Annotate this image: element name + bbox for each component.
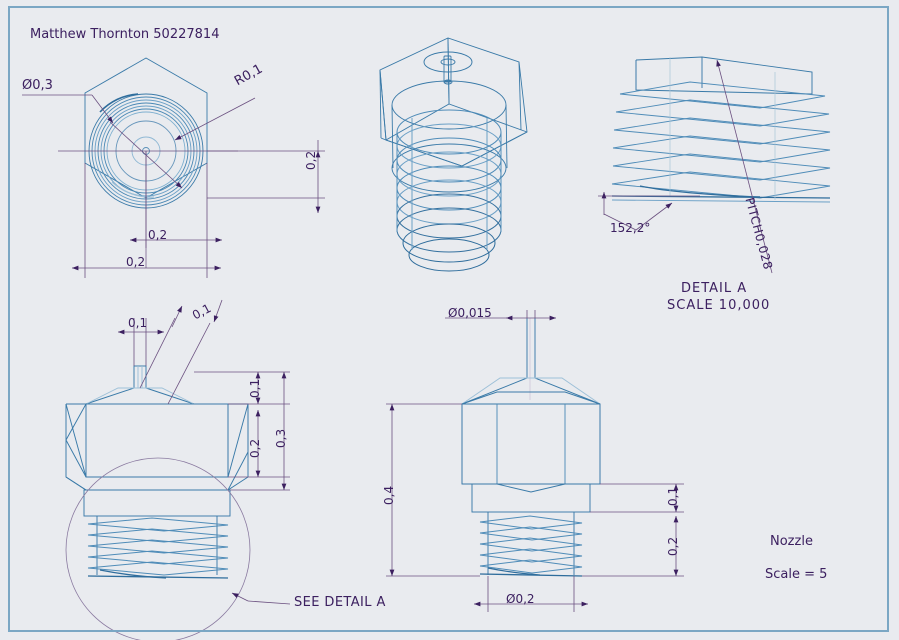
front-view-left-thread [87,517,229,579]
dim-label-top-horizontal-02-inner: 0,2 [148,228,168,242]
detail-a-caption: DETAIL A [681,281,748,296]
dim-label-thread-height: 0,2 [666,536,680,556]
see-detail-a-label: SEE DETAIL A [294,595,386,610]
scale-label: Scale = 5 [765,567,828,582]
front-view-right-geometry [461,318,601,575]
dim-label-collar-height: 0,1 [666,486,680,506]
top-view-dim-horiz02b [72,163,221,278]
dim-label-left-h03: 0,3 [274,428,288,448]
dim-label-thread-diameter: Ø0,2 [506,592,535,606]
detail-a-annotations [598,59,773,274]
dim-label-bore-diameter: Ø0,015 [448,306,492,320]
top-view-dim-horiz02a [130,151,222,248]
front-view-right-dims [386,310,684,612]
iso-view-geometry [379,37,528,193]
see-detail-leader [231,592,291,605]
dim-label-top-horizontal-02-outer: 0,2 [126,255,146,269]
part-name-label: Nozzle [770,534,813,549]
detail-callout-circle [65,457,251,640]
front-view-right-thread [479,515,583,577]
dim-label-diameter-03: Ø0,3 [22,78,53,93]
detail-a-scale-caption: SCALE 10,000 [667,298,771,313]
front-view-left-dims [118,299,290,491]
top-view-dim-vert02 [207,140,325,213]
dim-label-angle: 152,2° [610,221,651,235]
dim-label-tip-width: 0,1 [128,316,148,330]
dim-label-total-height: 0,4 [382,485,396,505]
dim-label-top-vertical-02: 0,2 [304,150,318,170]
dim-label-left-h01: 0,1 [248,378,262,398]
detail-a-geometry [611,56,831,203]
iso-view-thread [396,109,502,272]
top-view-dim-dia03 [22,94,114,124]
front-view-left-geometry [65,365,249,575]
page-title: Matthew Thornton 50227814 [30,27,220,42]
dim-label-left-h02: 0,2 [248,438,262,458]
